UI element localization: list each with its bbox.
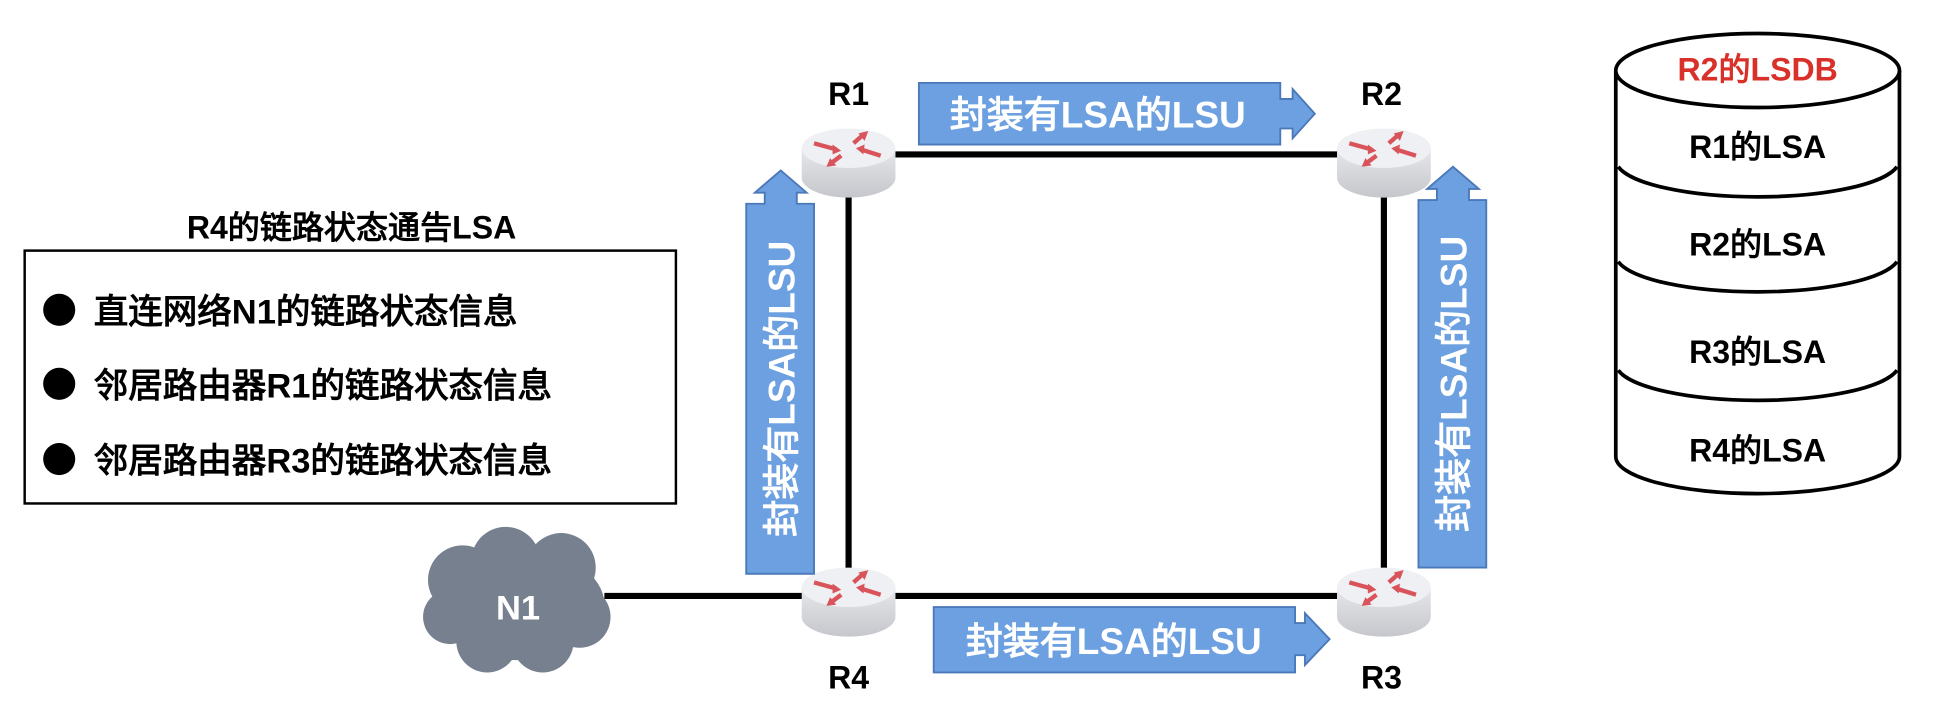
router-r1-icon[interactable]: [802, 129, 896, 198]
lsdb-entry: R3的LSA: [1689, 334, 1826, 370]
network-label: N1: [496, 589, 540, 627]
lsdb-entry: R4的LSA: [1689, 433, 1826, 469]
router-r4-icon[interactable]: [802, 568, 896, 637]
lsdb-title: R2的LSDB: [1677, 51, 1837, 87]
links: [604, 151, 1387, 600]
lsu-label-left: 封装有LSA的LSU: [761, 241, 802, 537]
lsdb-entry: R1的LSA: [1689, 129, 1826, 165]
lsdb-cylinder: [1613, 31, 1902, 496]
router-r1-label: R1: [828, 76, 869, 112]
router-r2-label: R2: [1361, 76, 1402, 112]
lsu-label-right: 封装有LSA的LSU: [1434, 236, 1475, 532]
lsu-arrow-r4-to-r1: [745, 169, 815, 575]
bullet-icon: [43, 293, 76, 326]
lsu-label-top: 封装有LSA的LSU: [950, 94, 1246, 135]
network-cloud-n1: [423, 526, 611, 673]
lsu-arrow-r4-to-r3: [932, 606, 1331, 674]
lsdb-entry: R2的LSA: [1689, 227, 1826, 263]
lsa-item-2: 邻居路由器R1的链路状态信息: [94, 366, 552, 405]
router-r3-label: R3: [1361, 659, 1402, 695]
router-r3-icon[interactable]: [1337, 568, 1431, 637]
lsa-item-3: 邻居路由器R3的链路状态信息: [94, 442, 552, 481]
router-r2-icon[interactable]: [1337, 129, 1431, 198]
lsa-panel-box: [23, 249, 678, 505]
lsu-label-bottom: 封装有LSA的LSU: [966, 621, 1262, 662]
lsu-arrow-r3-to-r2: [1417, 165, 1488, 569]
lsu-arrow-r1-to-r2: [917, 81, 1317, 146]
router-r4-label: R4: [828, 659, 869, 695]
bullet-icon: [43, 443, 76, 476]
lsa-panel-title: R4的链路状态通告LSA: [187, 209, 516, 245]
bullet-icon: [43, 367, 76, 400]
lsa-item-1: 直连网络N1的链路状态信息: [94, 292, 518, 331]
